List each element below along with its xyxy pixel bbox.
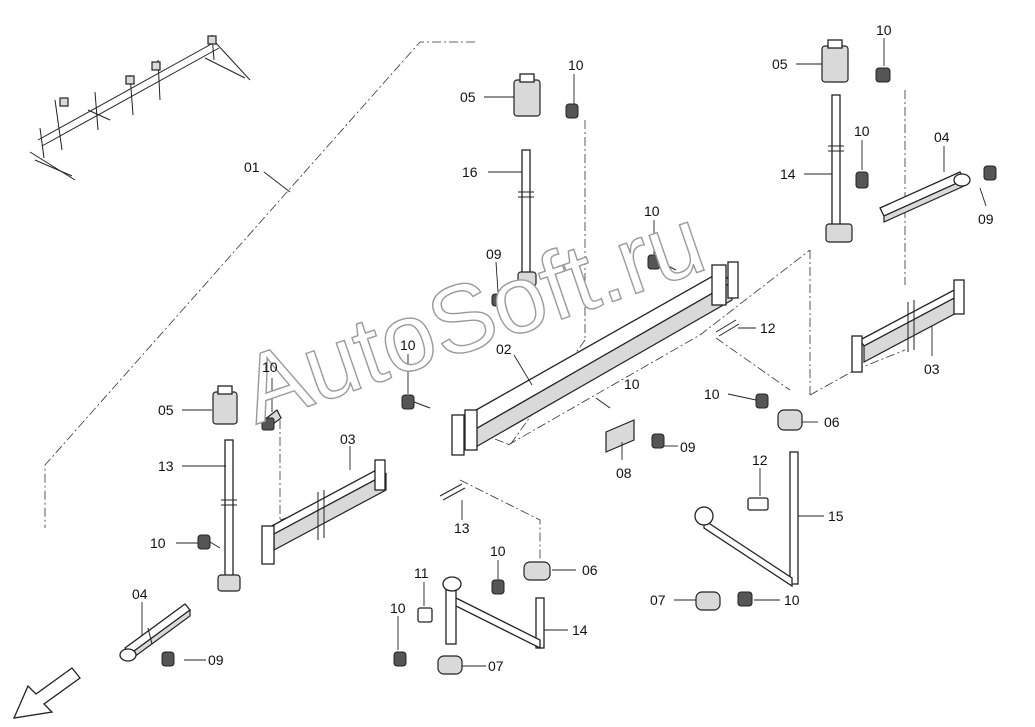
plate-08 bbox=[595, 397, 635, 453]
left-bar-04 bbox=[119, 603, 191, 662]
callout-label: 05 bbox=[460, 89, 476, 105]
frame-lines bbox=[44, 41, 906, 560]
callout-label: 14 bbox=[780, 166, 796, 182]
bracket-15 bbox=[393, 561, 551, 675]
knobs-left bbox=[161, 394, 431, 667]
callout-label: 10 bbox=[150, 535, 166, 551]
callout-label: 07 bbox=[488, 658, 504, 674]
callout-label: 04 bbox=[132, 586, 148, 602]
callout-label: 09 bbox=[208, 652, 224, 668]
callout-label: 10 bbox=[704, 386, 720, 402]
callout-label: 13 bbox=[454, 520, 470, 536]
callout-label: 03 bbox=[340, 431, 356, 447]
callout-label: 07 bbox=[650, 592, 666, 608]
callout-label: 12 bbox=[752, 452, 768, 468]
knobs-crossbar bbox=[647, 254, 769, 449]
left-upright-assembly bbox=[212, 385, 282, 592]
callout-label: 16 bbox=[462, 164, 478, 180]
callout-label: 01 bbox=[244, 159, 260, 175]
callout-label: 10 bbox=[400, 337, 416, 353]
callout-label: 10 bbox=[644, 203, 660, 219]
callout-label: 10 bbox=[876, 22, 892, 38]
callout-label: 10 bbox=[854, 123, 870, 139]
callout-label: 05 bbox=[158, 402, 174, 418]
callout-label: 15 bbox=[828, 508, 844, 524]
callout-label: 09 bbox=[486, 246, 502, 262]
callout-label: 04 bbox=[934, 129, 950, 145]
center-upright-assembly bbox=[491, 73, 579, 307]
callout-label: 14 bbox=[572, 622, 588, 638]
callout-labels: 01 02 03 03 04 04 05 05 05 06 06 07 07 0… bbox=[132, 22, 994, 674]
callout-label: 09 bbox=[978, 211, 994, 227]
right-bar-04 bbox=[879, 165, 997, 223]
bracket-16 bbox=[694, 409, 803, 611]
callout-label: 06 bbox=[824, 414, 840, 430]
left-bar-03 bbox=[261, 459, 388, 565]
overview-thumbnail bbox=[29, 34, 251, 181]
bolts-13 bbox=[439, 319, 740, 501]
callout-label: 10 bbox=[624, 376, 640, 392]
callout-label: 05 bbox=[772, 56, 788, 72]
callout-label: 03 bbox=[924, 361, 940, 377]
callout-label: 10 bbox=[784, 592, 800, 608]
callout-label: 12 bbox=[760, 320, 776, 336]
callout-label: 02 bbox=[496, 341, 512, 357]
callout-label: 10 bbox=[390, 600, 406, 616]
callout-label: 11 bbox=[414, 565, 429, 581]
main-crossbar bbox=[451, 261, 739, 456]
right-bar-03 bbox=[851, 279, 965, 373]
callout-label: 10 bbox=[490, 543, 506, 559]
direction-arrow-icon bbox=[12, 667, 81, 719]
leader-lines bbox=[141, 38, 987, 667]
callout-label: 08 bbox=[616, 465, 632, 481]
callout-label: 10 bbox=[262, 359, 278, 375]
right-upright-assembly bbox=[821, 39, 891, 243]
callout-label: 10 bbox=[568, 57, 584, 73]
callout-label: 09 bbox=[680, 439, 696, 455]
callout-label: 06 bbox=[582, 562, 598, 578]
callout-label: 13 bbox=[158, 458, 174, 474]
